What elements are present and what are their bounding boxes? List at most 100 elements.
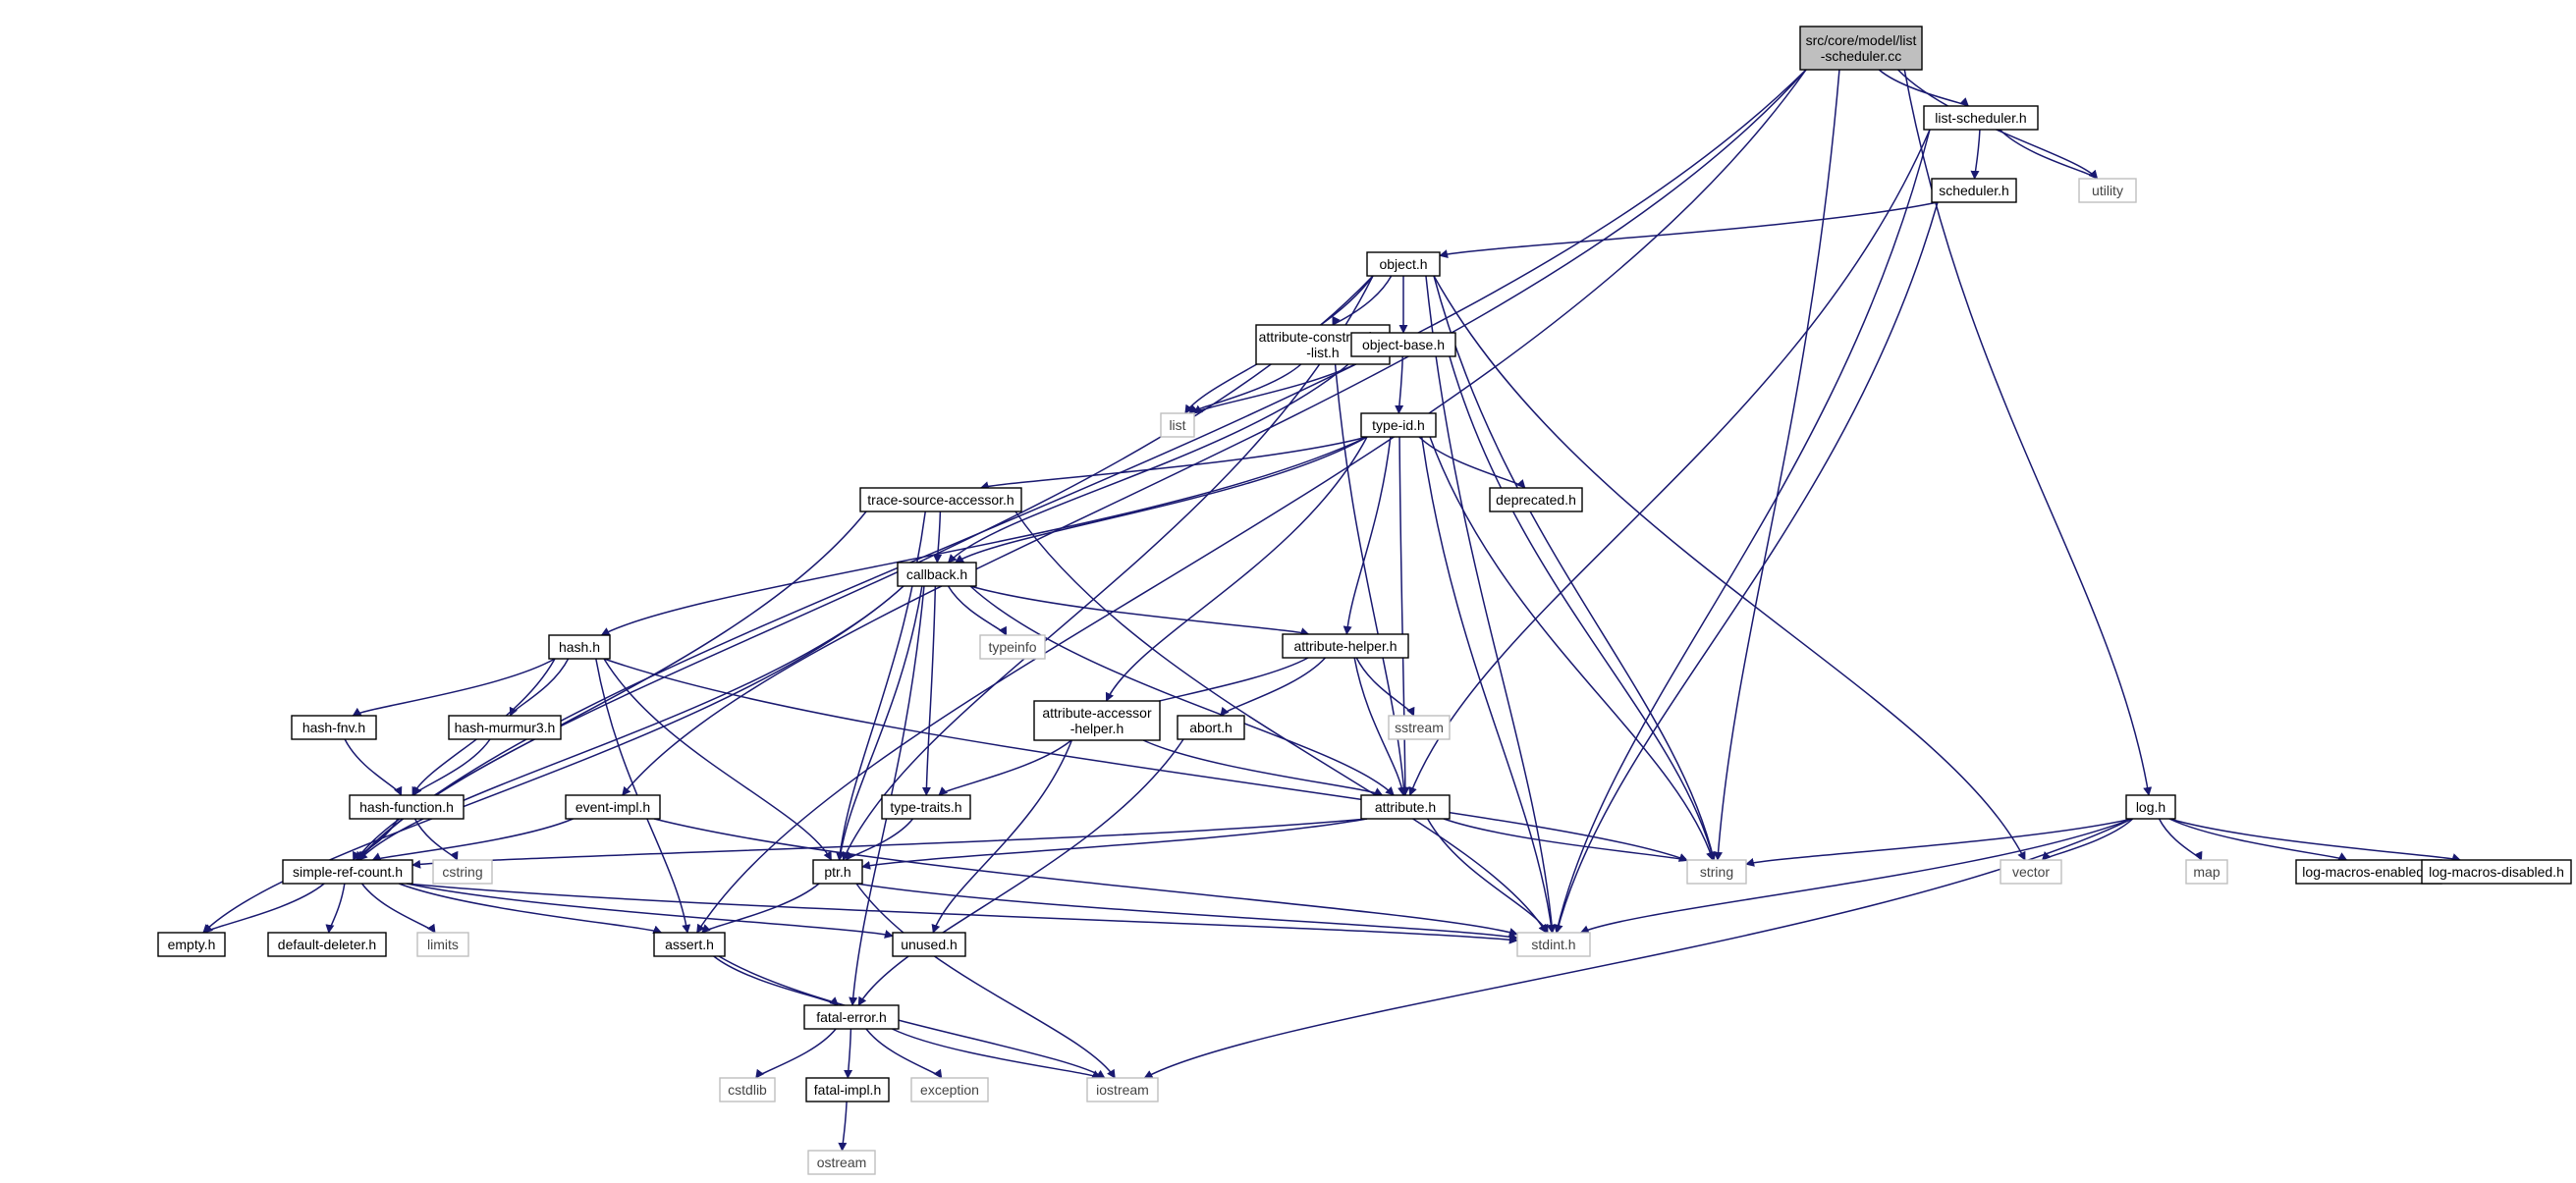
node-box [1388,715,1451,740]
node-box [1923,105,2039,131]
node-box [2185,859,2228,885]
node-cstdlib: cstdlib [719,1077,776,1102]
node-trace-source-accessor-h[interactable]: trace-source-accessor.h [859,487,1022,512]
edge-list-scheduler-h-to-utility [1999,129,2098,180]
node-box [2295,859,2442,885]
node-label: string [1700,864,1733,880]
node-object-base-h[interactable]: object-base.h [1350,332,1456,357]
node-deprecated-h[interactable]: deprecated.h [1489,487,1583,512]
edge-type-id-h-to-deprecated-h [1418,436,1526,489]
node-label: attribute.h [1375,799,1436,815]
node-unused-h[interactable]: unused.h [892,932,966,957]
edge-simple-ref-count-h-to-empty-h [203,883,325,934]
node-box [1489,487,1583,512]
node-list: list [1160,412,1195,438]
node-fatal-impl-h[interactable]: fatal-impl.h [805,1077,890,1102]
node-map: map [2185,859,2228,885]
node-scheduler-h[interactable]: scheduler.h [1931,178,2017,203]
edge-object-h-to-string [1433,275,1717,861]
node-box [1360,794,1451,820]
node-default-deleter-h[interactable]: default-deleter.h [267,932,387,957]
node-hash-fnv-h[interactable]: hash-fnv.h [291,715,377,740]
node-event-impl-h[interactable]: event-impl.h [565,794,661,820]
edge-root-to-utility [1897,69,2099,180]
node-iostream: iostream [1086,1077,1159,1102]
node-empty-h[interactable]: empty.h [157,932,226,957]
edge-callback-h-to-fatal-error-h [849,585,925,1006]
node-label: -helper.h [1070,721,1124,736]
edge-root-to-simple-ref-count-h [357,69,1807,861]
node-object-h[interactable]: object.h [1366,251,1441,277]
edge-list-scheduler-h-to-attribute-h [1408,129,1931,796]
node-box [910,1077,989,1102]
edge-log-h-to-vector [2041,818,2134,861]
node-callback-h[interactable]: callback.h [897,562,977,587]
node-hash-h[interactable]: hash.h [548,634,611,660]
node-log-macros-enabled-h[interactable]: log-macros-enabled.h [2295,859,2442,885]
node-label: limits [427,937,459,952]
node-box [1686,859,1747,885]
node-simple-ref-count-h[interactable]: simple-ref-count.h [282,859,413,885]
node-box [565,794,661,820]
node-label: sstream [1395,720,1444,735]
edge-trace-source-accessor-h-to-callback-h [933,511,943,564]
edge-object-h-to-vector [1433,275,2026,861]
node-hash-function-h[interactable]: hash-function.h [349,794,465,820]
node-box [881,794,971,820]
edge-attribute-accessor-helper-h-to-attribute-h [1142,739,1384,796]
edge-hash-fnv-h-to-hash-function-h [344,738,403,796]
edge-type-id-h-to-callback-h [955,436,1368,564]
edge-simple-ref-count-h-to-unused-h [406,883,894,939]
node-box [1360,412,1437,438]
node-label: object.h [1379,256,1427,272]
node-box [2078,178,2137,203]
node-type-traits-h[interactable]: type-traits.h [881,794,971,820]
node-stdint-h: stdint.h [1516,932,1591,957]
node-label: utility [2092,183,2123,198]
edge-log-h-to-iostream [1143,818,2133,1079]
edge-fatal-impl-h-to-ostream [838,1101,848,1152]
node-log-h[interactable]: log.h [2125,794,2176,820]
edge-root-to-log-h [1903,69,2153,796]
node-box [432,859,493,885]
node-ptr-h[interactable]: ptr.h [812,859,863,885]
node-box [349,794,465,820]
node-type-id-h[interactable]: type-id.h [1360,412,1437,438]
node-root[interactable]: src/core/model/list-scheduler.cc [1799,26,1923,71]
node-box [1931,178,2017,203]
node-log-macros-disabled-h[interactable]: log-macros-disabled.h [2421,859,2572,885]
node-box [719,1077,776,1102]
nodes-layer: src/core/model/list-scheduler.cc list-sch… [157,26,2572,1175]
node-list-scheduler-h[interactable]: list-scheduler.h [1923,105,2039,131]
node-box [282,859,413,885]
node-assert-h[interactable]: assert.h [653,932,726,957]
node-box [2000,859,2062,885]
node-attribute-accessor-helper-h[interactable]: attribute-accessor-helper.h [1033,700,1161,741]
edge-hash-h-to-string [603,658,1688,862]
edge-root-to-string [1714,69,1840,861]
node-attribute-helper-h[interactable]: attribute-helper.h [1282,633,1409,659]
node-label: type-traits.h [890,799,961,815]
node-attribute-h[interactable]: attribute.h [1360,794,1451,820]
node-box [803,1004,900,1030]
node-abort-h[interactable]: abort.h [1177,715,1245,740]
edge-ptr-h-to-iostream [855,883,1116,1079]
node-cstring: cstring [432,859,493,885]
edge-object-h-to-stdint-h [1425,275,1557,934]
node-label: exception [920,1082,979,1098]
node-label: event-impl.h [575,799,650,815]
node-label: ostream [817,1155,867,1170]
edge-assert-h-to-iostream [718,955,1106,1079]
node-box [859,487,1022,512]
edge-trace-source-accessor-h-to-stdint-h [1014,511,1548,934]
node-box [416,932,469,957]
edge-attribute-h-to-ptr-h [861,818,1368,870]
node-hash-murmur3-h[interactable]: hash-murmur3.h [448,715,562,740]
node-label: iostream [1096,1082,1149,1098]
edge-attribute-h-to-string [1443,818,1688,862]
edge-log-h-to-log-macros-disabled-h [2168,818,2461,862]
node-fatal-error-h[interactable]: fatal-error.h [803,1004,900,1030]
edge-type-id-h-to-string [1429,436,1715,861]
edge-attribute-helper-h-to-sstream [1355,657,1415,717]
node-box [1033,700,1161,741]
